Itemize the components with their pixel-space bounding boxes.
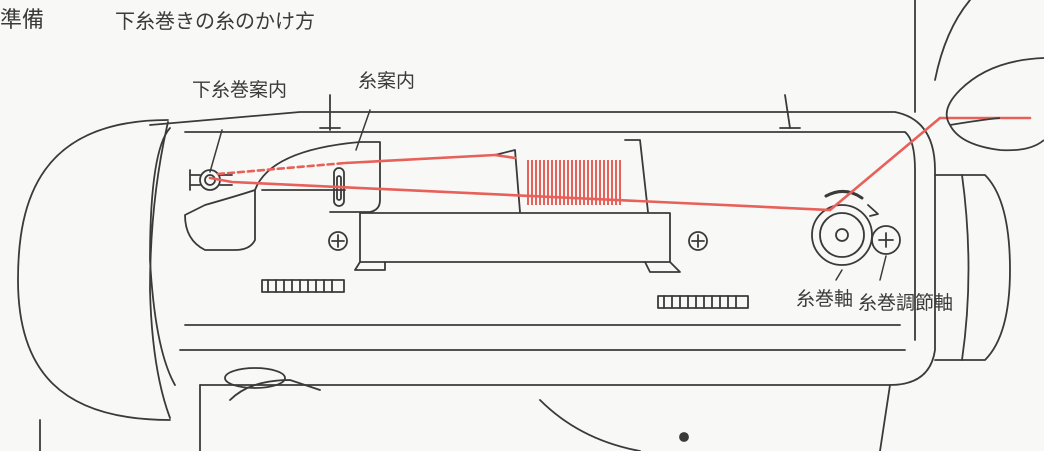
handwheel (17, 119, 171, 421)
label-winder-shaft: 糸巻軸 (796, 288, 854, 310)
winder-adjust-shaft (871, 225, 901, 255)
right-knob (934, 174, 1011, 361)
page-title: 下糸巻きの糸のかけ方 (115, 9, 315, 33)
top-cover (149, 111, 936, 386)
label-winder-adjust-shaft: 糸巻調節軸 (858, 292, 954, 314)
spool-thread (527, 160, 621, 205)
label-thread-guide: 糸案内 (358, 70, 416, 92)
section-fragment: 準備 (0, 8, 45, 33)
hand-drawing (945, 57, 1044, 152)
thread-guide-body (254, 141, 381, 213)
label-bobbin-winding-guide: 下糸巻案内 (192, 79, 288, 101)
winder-shaft (811, 204, 873, 266)
spool-holder (359, 212, 671, 263)
